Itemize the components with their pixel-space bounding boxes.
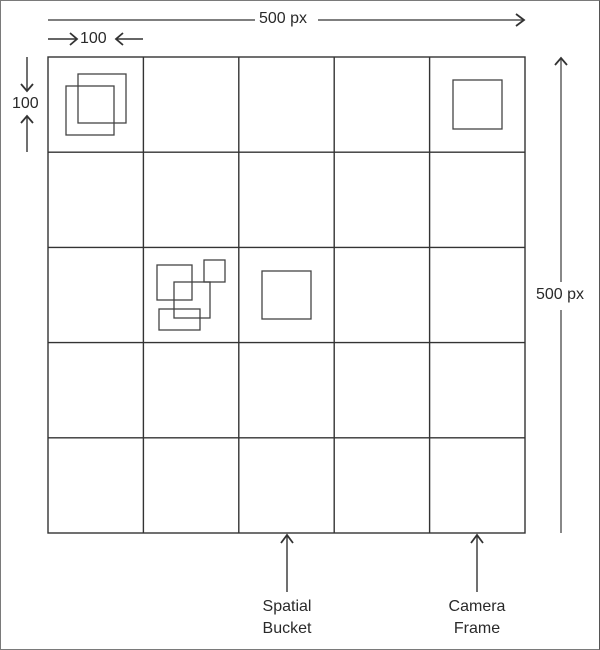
object-square (65, 85, 115, 136)
camera-frame-line1: Camera (448, 598, 506, 615)
object-rect (203, 259, 226, 283)
camera-frame-label: Camera Frame (437, 598, 517, 638)
width-dimension-arrow (48, 13, 526, 27)
spatial-bucket-label: Spatial Bucket (247, 598, 327, 638)
object-rect (158, 308, 201, 331)
annotation-arrows (280, 533, 484, 592)
height-dimension-arrow (554, 56, 568, 533)
spatial-grid (47, 56, 526, 534)
width-total-label: 500 px (257, 10, 310, 28)
cell-width-label: 100 (80, 30, 107, 48)
object-rect (173, 281, 211, 319)
object-square (452, 79, 503, 130)
cell-height-label: 100 (12, 95, 39, 112)
spatial-bucket-line1: Spatial (262, 598, 312, 615)
camera-frame-line2: Frame (453, 620, 501, 637)
height-total-label: 500 px (535, 286, 586, 304)
cell-height-arrows (20, 57, 34, 152)
cell-width-arrows (48, 32, 143, 46)
spatial-bucket-line2: Bucket (262, 620, 312, 637)
object-square (77, 73, 127, 124)
object-square (261, 270, 312, 320)
objects (65, 73, 503, 331)
